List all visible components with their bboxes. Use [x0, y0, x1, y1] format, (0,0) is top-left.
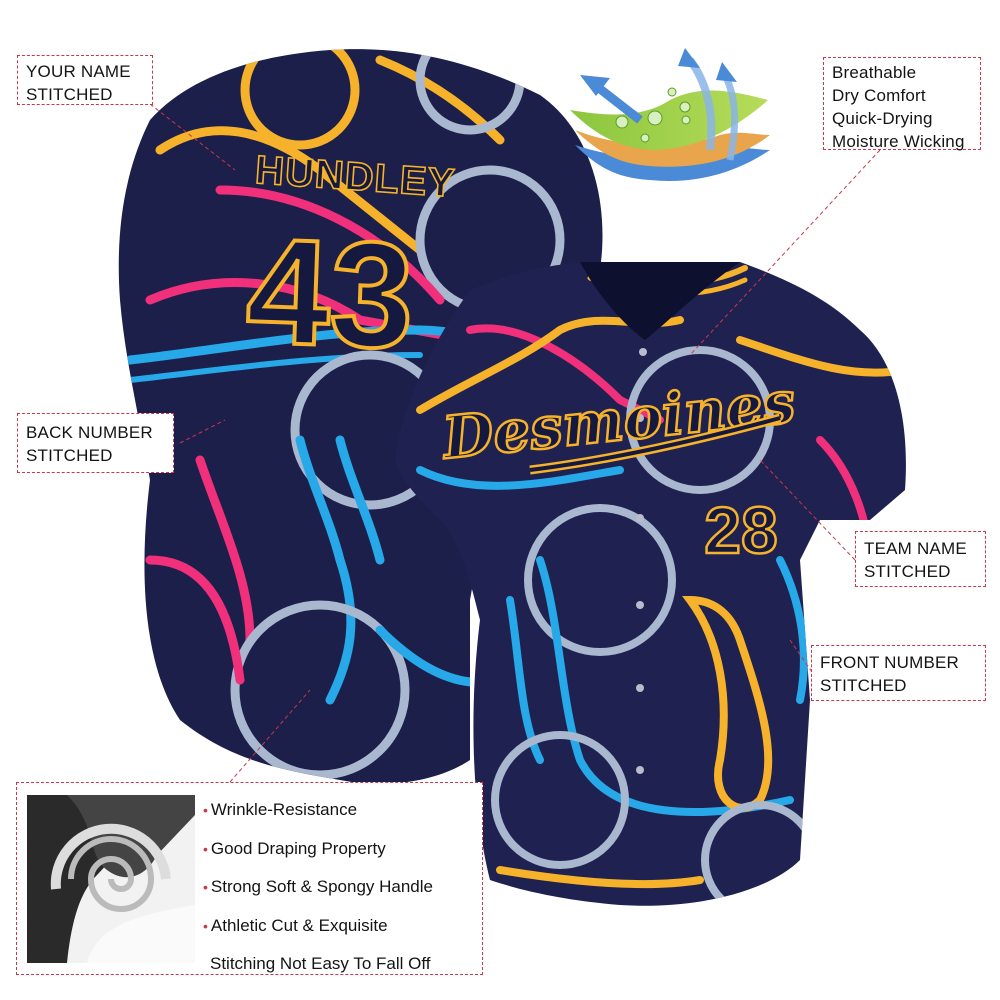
fabric-tech-quick-drying: Quick-Drying: [832, 109, 933, 128]
callout-back-number-line2: STITCHED: [26, 446, 113, 465]
callout-your-name: YOUR NAME STITCHED: [17, 55, 153, 105]
callout-team-name: TEAM NAME STITCHED: [855, 531, 986, 587]
bullet-icon: •: [203, 840, 208, 857]
feature-text: Good Draping Property: [210, 838, 386, 858]
feature-item: •Good Draping Property: [203, 830, 433, 869]
feature-item: •Wrinkle-Resistance: [203, 791, 433, 830]
jersey-front: Desmoines 28: [395, 262, 906, 906]
back-number-text: 43: [244, 206, 417, 380]
callout-fabric-tech: Breathable Dry Comfort Quick-Drying Mois…: [823, 57, 981, 151]
feature-text: Wrinkle-Resistance: [210, 800, 358, 819]
bullet-icon: •: [203, 879, 208, 895]
front-number-text: 28: [704, 493, 777, 567]
bullet-icon: •: [203, 802, 208, 818]
callout-team-name-line2: STITCHED: [864, 562, 951, 581]
feature-text: Strong Soft & Spongy Handle: [210, 877, 433, 896]
feature-item: •Strong Soft & Spongy Handle: [203, 868, 433, 907]
callout-team-name-line1: TEAM NAME: [864, 539, 967, 558]
callout-front-number-line1: FRONT NUMBER: [820, 653, 960, 672]
fabric-tech-breathable: Breathable: [832, 63, 917, 82]
callout-back-number-line1: BACK NUMBER: [26, 423, 153, 442]
features-panel: •Wrinkle-Resistance •Good Draping Proper…: [16, 782, 483, 975]
fabric-tech-dry-comfort: Dry Comfort: [832, 86, 926, 105]
feature-text: Stitching Not Easy To Fall Off: [210, 954, 431, 973]
jersey-buttons: [636, 348, 647, 774]
bullet-icon: •: [203, 917, 208, 934]
callout-leader-lines: [149, 103, 881, 783]
callout-front-number-line2: STITCHED: [820, 676, 907, 695]
fabric-swirl-image: [27, 795, 195, 963]
fabric-layers-icon: [570, 48, 770, 181]
feature-list: •Wrinkle-Resistance •Good Draping Proper…: [203, 791, 433, 983]
callout-back-number: BACK NUMBER STITCHED: [17, 413, 174, 473]
feature-item: •Athletic Cut & Exquisite: [203, 907, 433, 946]
callout-your-name-line1: YOUR NAME: [26, 62, 131, 81]
feature-item: Stitching Not Easy To Fall Off: [203, 945, 433, 983]
callout-your-name-line2: STITCHED: [26, 85, 113, 104]
callout-front-number: FRONT NUMBER STITCHED: [811, 645, 986, 701]
feature-text: Athletic Cut & Exquisite: [210, 915, 388, 935]
fabric-tech-moisture-wicking: Moisture Wicking: [832, 132, 965, 151]
